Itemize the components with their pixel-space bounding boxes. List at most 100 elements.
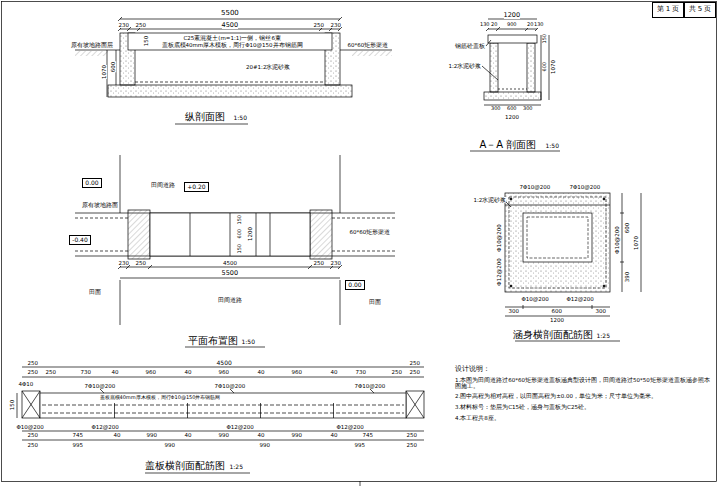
elevation-box: 0.00 xyxy=(82,178,102,188)
annotation-text: 300 xyxy=(509,308,520,314)
annotation-text: 990 xyxy=(147,432,158,438)
annotation-text: 4Φ10 xyxy=(19,381,34,387)
annotation-text: 250 xyxy=(46,369,57,375)
scale-text: 1:50 xyxy=(242,339,255,346)
annotation-text: Φ10@200 xyxy=(495,224,501,251)
annotation-text: 1200 xyxy=(247,227,253,241)
annotation-text: 990 xyxy=(165,442,176,448)
annotation-text: 4500 xyxy=(217,360,232,367)
annotation-text: 250 xyxy=(314,22,325,28)
annotation-text: 钢筋砼盖板 xyxy=(455,43,485,49)
annotation-text: 390 xyxy=(624,272,630,283)
annotation-text: 田面 xyxy=(369,299,381,305)
annotation-text: 230 xyxy=(119,22,130,28)
annotation-text: Φ12@200 xyxy=(495,258,501,285)
annotation-text: 7Φ10@200 xyxy=(355,383,386,389)
annotation-text: 盖板底模40mm厚木模板，周行Φ10@150并布钢筋网 xyxy=(162,42,303,48)
annotation-text: 990 xyxy=(219,432,230,438)
annotation-text: 1200 xyxy=(504,12,521,19)
annotation-text: 250 xyxy=(28,432,39,438)
annotation-text: 995 xyxy=(355,442,366,448)
annotation-text: 960 xyxy=(146,369,157,375)
annotation-text: 250 xyxy=(410,360,421,366)
annotation-text: 250 xyxy=(407,432,418,438)
annotation-text: 250 xyxy=(28,442,39,448)
annotation-text: 7Φ10@200 xyxy=(85,383,116,389)
annotation-text: 1070 xyxy=(550,60,556,74)
annotation-text: 5500 xyxy=(221,10,239,18)
annotation-text: 990 xyxy=(292,432,303,438)
annotation-text: Φ12@200 xyxy=(337,424,364,430)
annotation-text: 原有坡地路面 xyxy=(82,202,118,208)
design-note: 设计说明： xyxy=(455,366,713,373)
annotation-text: 60*60矩形渠道 xyxy=(348,42,389,48)
annotation-text: 730 xyxy=(356,369,367,375)
annotation-text: 150 xyxy=(9,400,15,411)
annotation-text: 40 xyxy=(185,432,192,438)
annotation-text: 300 xyxy=(491,106,501,112)
annotation-text: 960 xyxy=(219,369,230,375)
annotation-text: 40 xyxy=(112,369,119,375)
annotation-text: Φ12@200 xyxy=(92,424,119,430)
annotation-text: 40 xyxy=(331,369,338,375)
annotation-text: 40 xyxy=(185,369,192,375)
annotation-text: 20 xyxy=(491,22,497,28)
annotation-text: 40 xyxy=(114,432,121,438)
annotation-text: 40 xyxy=(258,369,265,375)
design-note: 4.本工程共8座。 xyxy=(455,415,713,421)
annotation-text: 250 xyxy=(28,369,39,375)
annotation-text: 1070 xyxy=(101,65,107,79)
annotation-text: 600 xyxy=(237,229,243,239)
annotation-text: 1070 xyxy=(633,236,639,250)
scale-text: 1:25 xyxy=(230,464,243,471)
annotation-text: 1200 xyxy=(550,317,564,323)
annotation-text: 250 xyxy=(136,260,147,266)
annotation-text: 4500 xyxy=(222,22,239,29)
annotation-text: 730 xyxy=(81,369,92,375)
annotation-text: C25素混凝土(m=1:1)一侧，钢丝6束 xyxy=(184,35,281,41)
annotation-text: 250 xyxy=(410,369,421,375)
annotation-text: Φ12@200 xyxy=(227,424,254,430)
annotation-text: 7Φ10@200 xyxy=(570,184,601,190)
annotation-text: 230 xyxy=(119,260,130,266)
annotation-text: Φ10@200 xyxy=(522,296,549,302)
annotation-text: 130 xyxy=(534,22,544,28)
annotation-text: 40 xyxy=(258,432,265,438)
annotation-text: 250 xyxy=(392,369,403,375)
annotation-text: 150 xyxy=(542,34,548,44)
annotation-text: 745 xyxy=(363,432,374,438)
annotation-text: 600 xyxy=(110,62,116,73)
design-note: 2.图中高程为相对高程，以田面高程为±0.00，单位为米；尺寸单位为毫米。 xyxy=(455,393,713,399)
page-number: 共 5 页 xyxy=(689,6,712,14)
view-title: A－A 剖面图 xyxy=(480,139,537,150)
annotation-text: 1200 xyxy=(505,114,519,120)
annotation-text: 600 xyxy=(624,223,630,234)
annotation-text: 230 xyxy=(331,22,342,28)
annotation-text: Φ10@200 xyxy=(613,226,619,253)
annotation-text: 1:2水泥砂浆 xyxy=(449,63,482,69)
annotation-text: 250 xyxy=(28,360,39,366)
annotation-text: 250 xyxy=(136,22,147,28)
elevation-text: 0.00 xyxy=(348,282,361,289)
view-title: 盖板横剖面配筋图 xyxy=(145,460,225,471)
design-note: 1.本图为田间道路过60*60矩形渠道盖板涵典型设计图，田间道路过50*50矩形… xyxy=(455,377,713,389)
annotation-text: Φ12@200 xyxy=(567,296,594,302)
annotation-text: 田面 xyxy=(89,289,101,295)
scale-text: 1:50 xyxy=(546,143,559,150)
annotation-text: 600 xyxy=(552,308,563,314)
annotation-text: 300 xyxy=(596,308,607,314)
annotation-text: 990 xyxy=(260,442,271,448)
annotation-text: 250 xyxy=(407,442,418,448)
annotation-text: 600 xyxy=(542,62,548,72)
annotation-text: 150 xyxy=(237,244,243,254)
annotation-text: 150 xyxy=(237,215,243,225)
annotation-text: 230 xyxy=(331,260,342,266)
annotation-text: 150 xyxy=(143,36,149,47)
elevation-box: -0.40 xyxy=(69,235,91,245)
annotation-text: 7Φ10@200 xyxy=(520,184,551,190)
annotation-text: Φ10@200 xyxy=(17,424,44,430)
elevation-text: 0.00 xyxy=(85,180,98,187)
annotation-text: 130 xyxy=(480,22,490,28)
annotation-text: 745 xyxy=(73,432,84,438)
